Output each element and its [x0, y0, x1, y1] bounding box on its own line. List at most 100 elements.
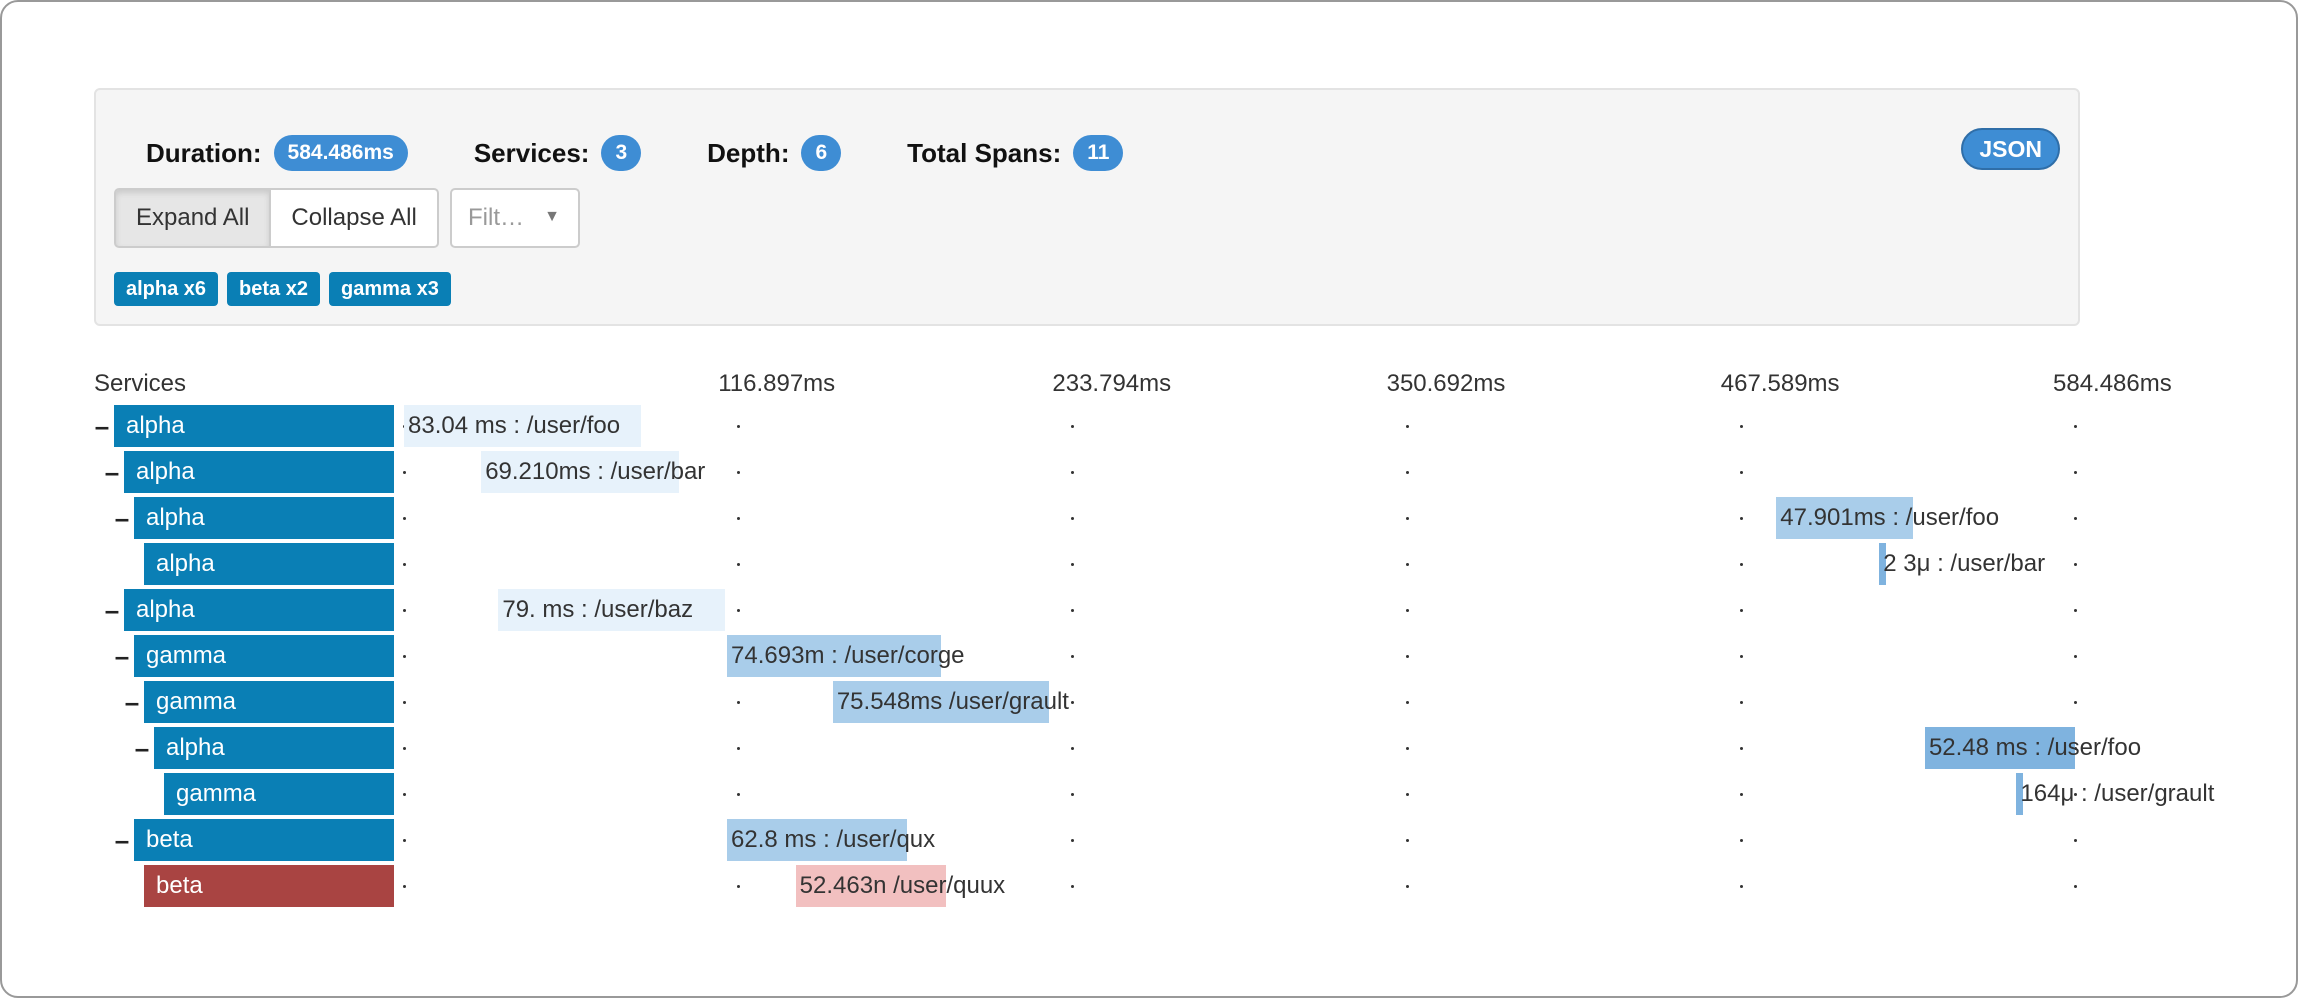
tick-dot [1071, 425, 1075, 428]
span-row: alpha 2 3μ : /user/bar [0, 543, 2300, 587]
tick-dot [737, 563, 741, 566]
service-tag-gamma[interactable]: gamma x3 [328, 272, 451, 306]
tick-dot [2074, 609, 2077, 612]
tick-dot [403, 701, 406, 704]
tick-dot [1071, 563, 1075, 566]
collapse-all-button[interactable]: Collapse All [271, 188, 439, 248]
collapse-toggle-icon[interactable]: – [114, 825, 130, 855]
total-spans-badge: 11 [1073, 135, 1124, 171]
tick-dot [737, 425, 741, 428]
span-duration-bar[interactable] [2016, 773, 2023, 815]
collapse-toggle-icon[interactable]: – [114, 641, 130, 671]
span-service-name[interactable]: gamma [144, 681, 394, 723]
span-duration-bar[interactable] [404, 405, 642, 447]
span-row: –alpha 52.48 ms : /user/foo [0, 727, 2300, 771]
tick-dot [1739, 747, 1743, 750]
collapse-toggle-icon[interactable]: – [124, 687, 140, 717]
caret-down-icon: ▼ [544, 208, 560, 225]
span-label: 69.210ms : /user/bar [485, 458, 706, 485]
tick-dot [1071, 655, 1075, 658]
span-service-name[interactable]: alpha [144, 543, 394, 585]
span-label: 47.901ms : /user/foo [1780, 504, 2000, 531]
tick-dot [1405, 471, 1409, 474]
tick-dot [2074, 747, 2077, 750]
tick-dot [737, 747, 741, 750]
span-label: 52.48 ms : /user/foo [1928, 734, 2142, 761]
collapse-toggle-icon[interactable]: – [104, 595, 120, 625]
span-duration-bar[interactable] [1879, 543, 1886, 585]
filter-placeholder: Filt… [468, 204, 524, 231]
services-stat: Services: 3 [474, 135, 642, 171]
time-tick-label: 350.692ms [1386, 370, 1506, 397]
tick-dot [1405, 425, 1409, 428]
expand-collapse-group: Expand All Collapse All [114, 188, 439, 248]
tick-dot [1739, 839, 1743, 842]
tick-dot [737, 793, 741, 796]
tick-dot [1739, 885, 1743, 888]
collapse-toggle-icon[interactable]: – [134, 733, 150, 763]
tick-dot [1071, 747, 1075, 750]
tick-dot [1739, 563, 1743, 566]
tick-dot [403, 885, 406, 888]
span-duration-bar[interactable] [727, 635, 941, 677]
span-duration-bar[interactable] [1776, 497, 1914, 539]
span-duration-bar[interactable] [481, 451, 680, 493]
tick-dot [1071, 471, 1075, 474]
time-tick-label: 584.486ms [2053, 370, 2172, 397]
span-row: gamma 164μ : /user/grault [0, 773, 2300, 817]
span-duration-bar[interactable] [795, 865, 946, 907]
collapse-toggle-icon[interactable]: – [114, 503, 130, 533]
trace-stats: Duration: 584.486ms Services: 3 Depth: 6… [146, 132, 1189, 174]
tick-dot [1405, 655, 1409, 658]
tick-dot [737, 471, 741, 474]
collapse-toggle-icon[interactable]: – [104, 457, 120, 487]
json-button[interactable]: JSON [1961, 128, 2060, 170]
tick-dot [403, 517, 406, 520]
span-duration-bar[interactable] [832, 681, 1049, 723]
expand-all-button[interactable]: Expand All [114, 188, 272, 248]
span-service-name[interactable]: beta [134, 819, 394, 861]
tick-dot [1405, 885, 1409, 888]
span-label: 75.548ms /user/grault [836, 688, 1069, 715]
tick-dot [1071, 885, 1075, 888]
total-spans-label: Total Spans: [907, 137, 1062, 168]
duration-stat: Duration: 584.486ms [146, 135, 408, 171]
duration-badge: 584.486ms [273, 135, 408, 171]
collapse-toggle-icon[interactable]: – [94, 411, 110, 441]
tick-dot [1739, 655, 1743, 658]
tick-dot [1071, 793, 1075, 796]
tick-dot [1405, 793, 1409, 796]
span-service-name[interactable]: alpha [114, 405, 394, 447]
tick-dot [2074, 839, 2077, 842]
tick-dot [737, 885, 741, 888]
span-service-name[interactable]: gamma [164, 773, 394, 815]
service-tag-alpha[interactable]: alpha x6 [114, 272, 219, 306]
span-duration-bar[interactable] [498, 589, 726, 631]
span-label: 164μ : /user/grault [2020, 780, 2215, 807]
total-spans-stat: Total Spans: 11 [907, 135, 1124, 171]
span-service-name[interactable]: alpha [134, 497, 394, 539]
time-tick-label: 116.897ms [718, 370, 836, 397]
span-label: 2 3μ : /user/bar [1883, 550, 2046, 577]
tick-dot [1739, 517, 1743, 520]
span-duration-bar[interactable] [727, 819, 907, 861]
span-service-name[interactable]: alpha [124, 451, 394, 493]
time-tick-label: 233.794ms [1052, 370, 1172, 397]
tick-dot [2074, 563, 2077, 566]
service-tag-beta[interactable]: beta x2 [227, 272, 320, 306]
span-service-name[interactable]: alpha [154, 727, 394, 769]
tick-dot [403, 793, 406, 796]
span-row: –alpha 47.901ms : /user/foo [0, 497, 2300, 541]
tick-dot [737, 701, 741, 704]
tick-dot [1739, 609, 1743, 612]
service-filter-select[interactable]: Filt… ▼ [450, 188, 580, 248]
span-service-name[interactable]: beta [144, 865, 394, 907]
span-service-name[interactable]: gamma [134, 635, 394, 677]
span-service-name[interactable]: alpha [124, 589, 394, 631]
span-row: –alpha 69.210ms : /user/bar [0, 451, 2300, 495]
span-duration-bar[interactable] [1924, 727, 2075, 769]
